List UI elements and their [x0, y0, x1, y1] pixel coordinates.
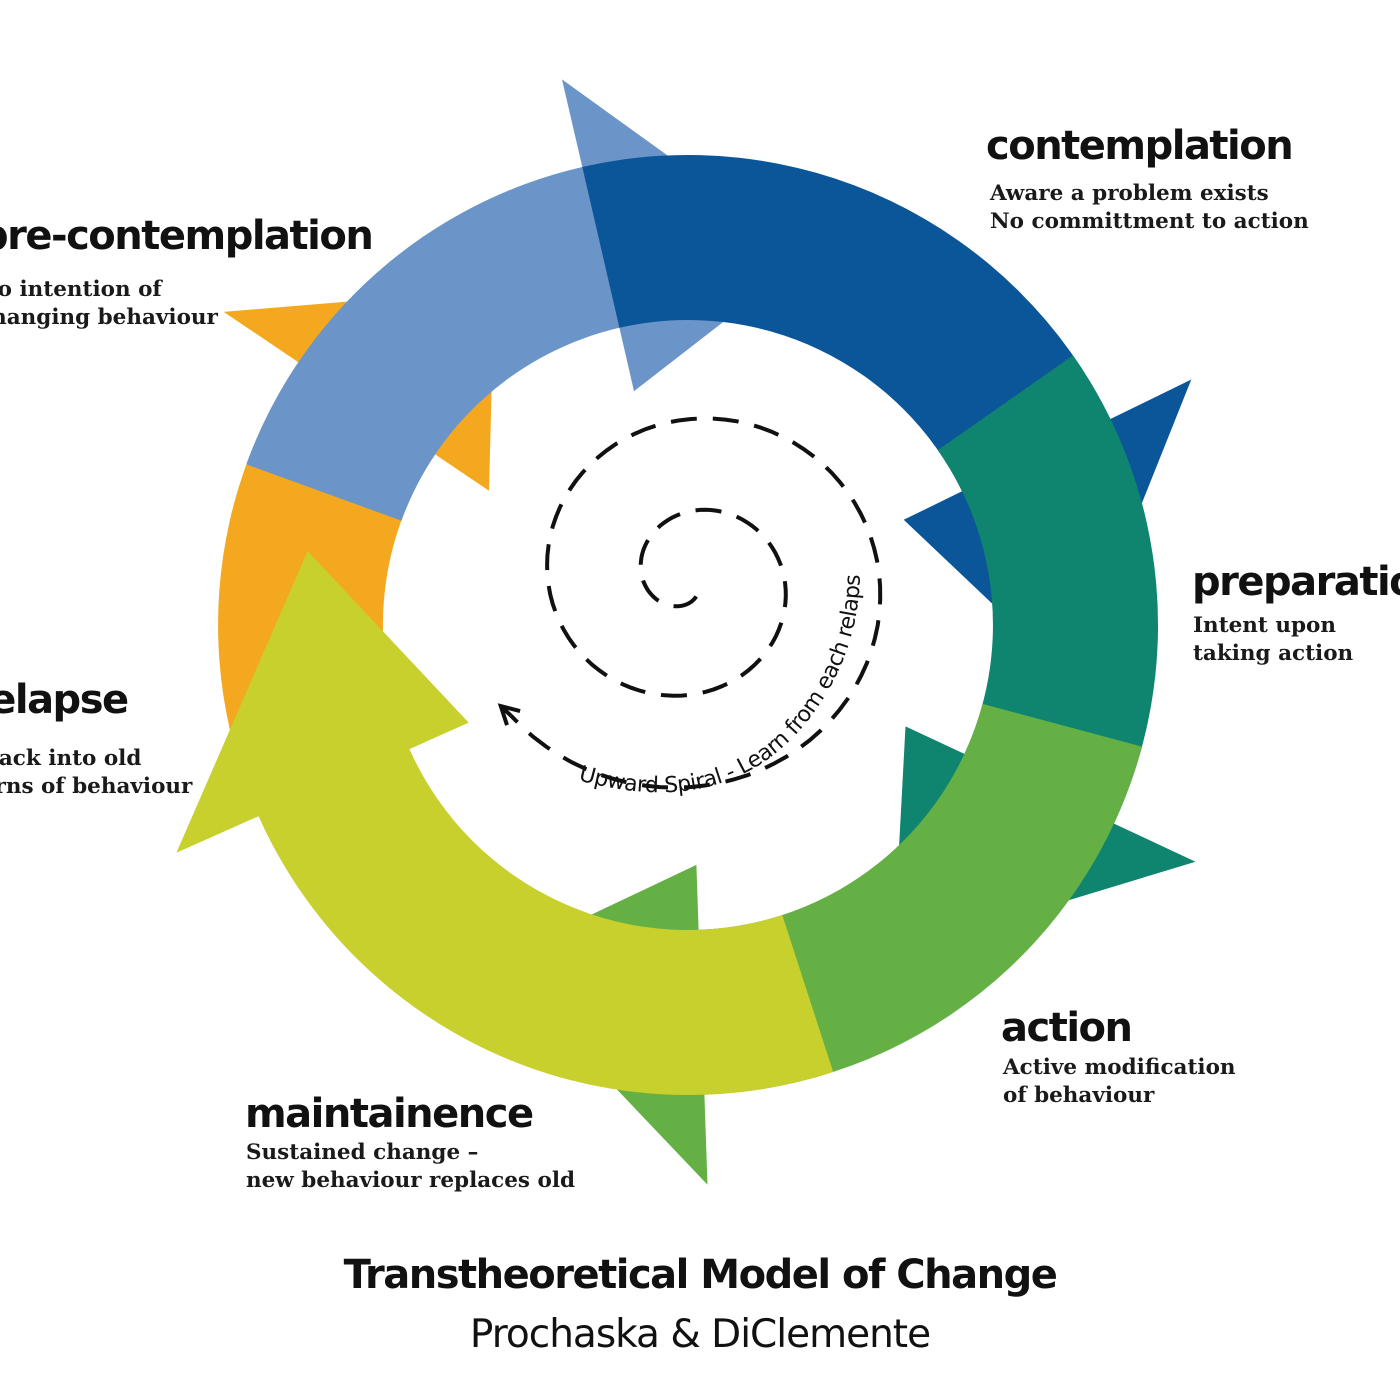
stage-desc-contemplation: Aware a problem exists No committment to…: [990, 180, 1309, 236]
spiral-arrowhead-icon: [497, 703, 521, 726]
stage-desc-line: patterns of behaviour: [0, 774, 193, 799]
stage-title-action: action: [1001, 1005, 1133, 1051]
spiral-dashed-line: [509, 416, 883, 790]
stage-desc-line: Intent upon: [1193, 613, 1336, 638]
stage-desc-line: Sustained change –: [246, 1140, 479, 1165]
stage-title-maintainence: maintainence: [245, 1091, 534, 1137]
diagram-subtitle: Prochaska & DiClemente: [469, 1312, 931, 1357]
cycle-arrow-maintainence: [176, 551, 834, 1096]
stage-desc-line: No intention of: [0, 277, 162, 302]
stage-desc-line: Aware a problem exists: [990, 181, 1269, 206]
stage-title-relapse: relapse: [0, 677, 129, 723]
stage-desc-line: taking action: [1193, 641, 1354, 666]
diagram-title: Transtheoretical Model of Change: [343, 1252, 1058, 1298]
stage-desc-line: No committment to action: [990, 209, 1309, 234]
stage-title-pre-contemplation: pre-contemplation: [0, 213, 374, 259]
stage-desc-line: Active modification: [1003, 1055, 1236, 1080]
stage-desc-maintainence: Sustained change – new behaviour replace…: [246, 1139, 575, 1195]
stage-desc-relapse: Fall back into old patterns of behaviour: [0, 745, 192, 801]
stage-desc-line: of behaviour: [1003, 1083, 1155, 1108]
stage-desc-line: Fall back into old: [0, 746, 142, 771]
stage-desc-line: new behaviour replaces old: [246, 1168, 576, 1193]
stage-desc-action: Active modification of behaviour: [1003, 1054, 1236, 1110]
stage-desc-preparation: Intent upon taking action: [1193, 612, 1353, 668]
stage-desc-line: changing behaviour: [0, 305, 218, 330]
stage-desc-pre-contemplation: No intention of changing behaviour: [0, 276, 218, 332]
stage-title-preparation: preparation: [1192, 559, 1400, 605]
cycle-arrows: [176, 79, 1196, 1185]
stage-title-contemplation: contemplation: [986, 123, 1294, 169]
